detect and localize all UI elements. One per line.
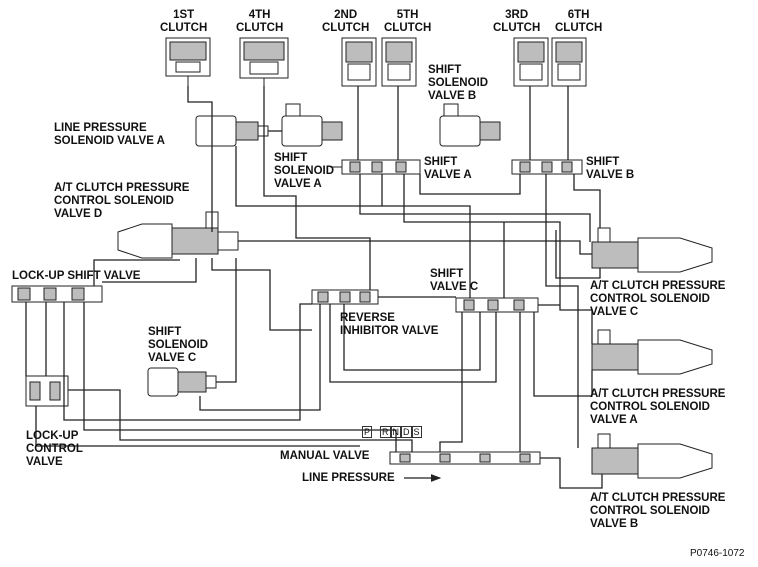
- figure-code: P0746-1072: [690, 548, 745, 559]
- label-atc-solenoid-d: A/T CLUTCH PRESSURE CONTROL SOLENOID VAL…: [54, 182, 190, 220]
- shift-solenoid-c: [147, 367, 217, 397]
- shift-valve-a-body: [330, 159, 421, 175]
- selector-position-s: S: [411, 426, 422, 438]
- label-clutch-1st: 1ST CLUTCH: [160, 9, 208, 34]
- clutch-4th-block: [239, 37, 289, 86]
- clutch-5th-block: [381, 37, 417, 87]
- lockup-control-valve-body: [25, 375, 69, 407]
- label-shift-solenoid-c: SHIFT SOLENOID VALVE C: [148, 326, 209, 364]
- fluid-passages: [25, 86, 603, 489]
- clutch-2nd-block: [341, 37, 377, 87]
- label-atc-solenoid-c: A/T CLUTCH PRESSURE CONTROL SOLENOID VAL…: [590, 280, 726, 318]
- shift-solenoid-a: [281, 103, 343, 147]
- line-pressure-solenoid-a: [195, 115, 269, 147]
- label-clutch-5th: 5TH CLUTCH: [384, 9, 432, 34]
- atc-solenoid-a-body: [591, 329, 713, 375]
- label-atc-solenoid-a: A/T CLUTCH PRESSURE CONTROL SOLENOID VAL…: [590, 388, 726, 426]
- label-reverse-inhibitor: REVERSE INHIBITOR VALVE: [340, 312, 439, 337]
- label-atc-solenoid-b: A/T CLUTCH PRESSURE CONTROL SOLENOID VAL…: [590, 492, 726, 530]
- label-line-pressure-solenoid-a: LINE PRESSURE SOLENOID VALVE A: [54, 122, 165, 147]
- clutch-1st-block: [165, 37, 211, 86]
- atc-solenoid-b-body: [591, 433, 713, 479]
- selector-position-r: R: [380, 426, 391, 438]
- manual-valve-body: [389, 451, 541, 465]
- shift-valve-c-body: [455, 297, 539, 313]
- label-line-pressure: LINE PRESSURE: [302, 472, 395, 484]
- clutch-3rd-block: [513, 37, 549, 87]
- label-manual-valve: MANUAL VALVE: [280, 450, 370, 462]
- selector-position-d: D: [401, 426, 412, 438]
- clutch-6th-block: [551, 37, 587, 87]
- label-shift-valve-a: SHIFT VALVE A: [424, 156, 472, 181]
- atc-solenoid-c-body: [591, 227, 713, 273]
- label-shift-valve-b: SHIFT VALVE B: [586, 156, 635, 181]
- label-shift-solenoid-a: SHIFT SOLENOID VALVE A: [274, 152, 335, 190]
- lockup-shift-valve-body: [11, 285, 103, 303]
- selector-position-p: P: [362, 426, 373, 438]
- reverse-inhibitor-valve-body: [311, 289, 379, 305]
- label-clutch-3rd: 3RD CLUTCH: [493, 9, 541, 34]
- shift-valve-b-body: [511, 159, 583, 175]
- shift-solenoid-b: [439, 103, 501, 147]
- label-lockup-control-valve: LOCK-UP CONTROL VALVE: [26, 430, 83, 468]
- label-clutch-2nd: 2ND CLUTCH: [322, 9, 370, 34]
- label-shift-solenoid-b: SHIFT SOLENOID VALVE B: [428, 64, 489, 102]
- label-clutch-4th: 4TH CLUTCH: [236, 9, 284, 34]
- atc-solenoid-d-body: [117, 211, 239, 259]
- selector-position-n: N: [390, 426, 402, 438]
- label-lockup-shift-valve: LOCK-UP SHIFT VALVE: [12, 270, 141, 282]
- label-shift-valve-c: SHIFT VALVE C: [430, 268, 479, 293]
- label-clutch-6th: 6TH CLUTCH: [555, 9, 603, 34]
